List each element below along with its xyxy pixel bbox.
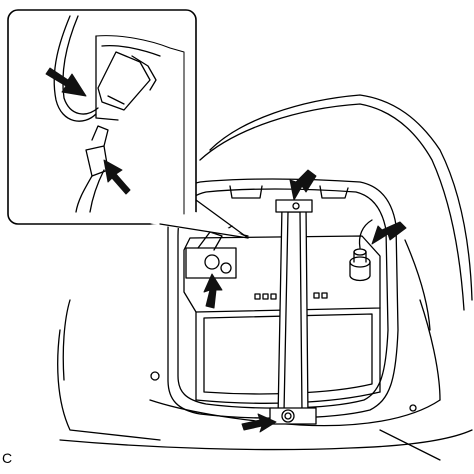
- pointer-arrow-icon: [103, 159, 131, 195]
- battery-clamp: [269, 199, 317, 425]
- pointer-arrow-icon: [241, 413, 277, 433]
- pointer-arrow-icon: [45, 67, 87, 97]
- positive-terminal: [349, 219, 373, 282]
- pointer-arrows: [45, 67, 407, 433]
- battery-tray: [167, 178, 399, 419]
- figure-code: C: [2, 450, 13, 466]
- pointer-arrow-icon: [289, 169, 317, 201]
- pointer-arrow-icon: [203, 273, 223, 309]
- pointer-arrow-icon: [371, 221, 407, 245]
- callout-detail: [7, 9, 249, 239]
- vent-caps: [254, 292, 328, 300]
